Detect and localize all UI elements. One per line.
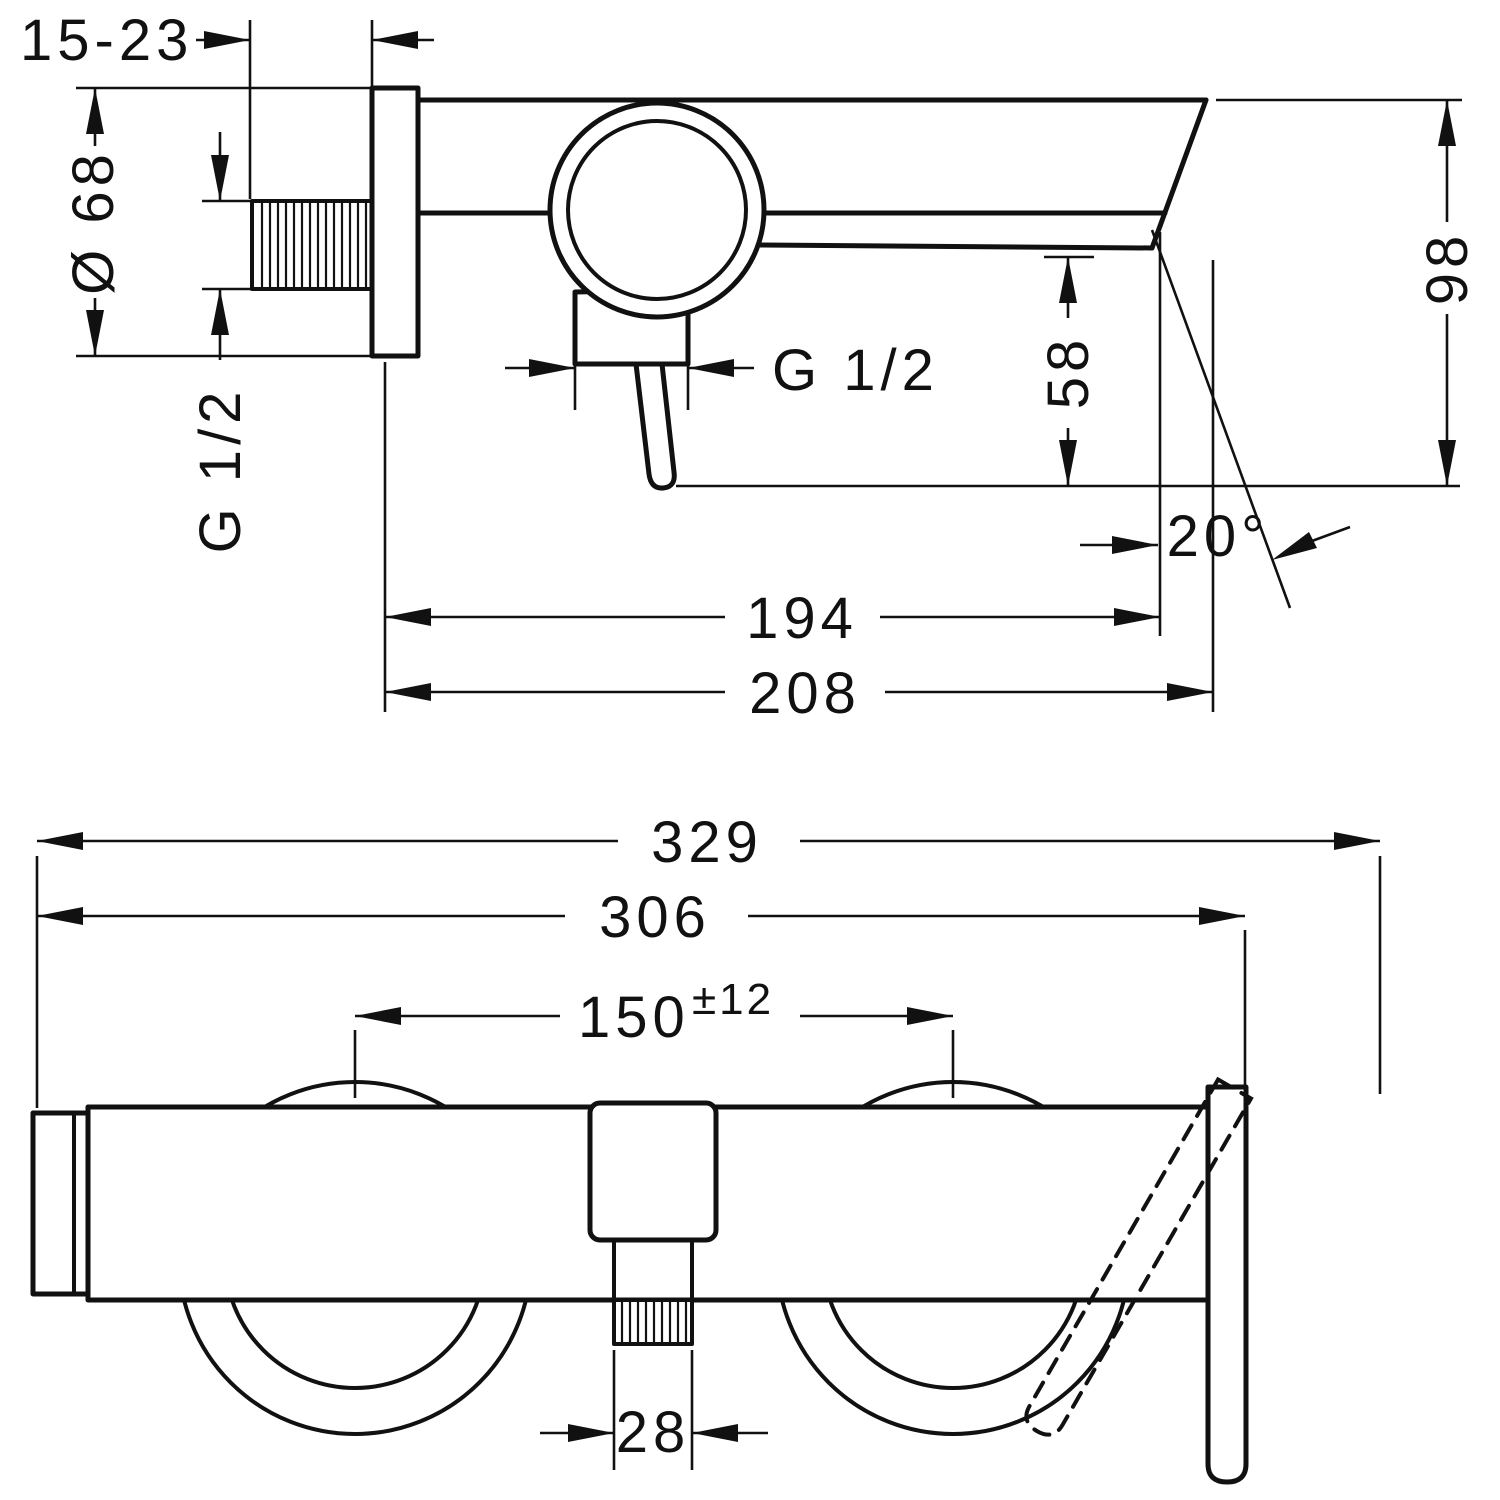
arrowhead bbox=[692, 1424, 738, 1442]
wall-thread-stub bbox=[250, 199, 374, 291]
mixer-front-profile bbox=[30, 1076, 1254, 1485]
arrowhead bbox=[37, 907, 83, 925]
left-end-cap bbox=[30, 1110, 91, 1297]
arrowhead bbox=[86, 310, 104, 356]
arrowhead bbox=[385, 683, 431, 701]
arrowhead bbox=[688, 359, 734, 377]
dim-hose-outlet-thread: G 1/2 bbox=[505, 338, 939, 410]
dim-connection-distance: 150 ±12 bbox=[353, 975, 955, 1098]
dim-inlet-thread: G 1/2 bbox=[188, 132, 253, 553]
arrowhead bbox=[1059, 440, 1077, 486]
arrowhead bbox=[86, 88, 104, 134]
dim-tolerance-label: ±12 bbox=[692, 975, 774, 1024]
arrowhead bbox=[1199, 907, 1245, 925]
arrowhead bbox=[211, 155, 229, 201]
arrowhead bbox=[568, 1424, 614, 1442]
body-tube-inner bbox=[566, 119, 748, 301]
angle-slant-line bbox=[1150, 229, 1292, 609]
dim-label: 208 bbox=[749, 661, 861, 726]
dim-total-width: 329 bbox=[35, 810, 1382, 1108]
arrowhead bbox=[1438, 440, 1456, 486]
dim-body-width: 306 bbox=[37, 885, 1247, 1092]
escutcheon-side bbox=[369, 85, 421, 359]
arrowhead bbox=[1114, 608, 1160, 626]
arrowhead bbox=[1334, 832, 1380, 850]
dim-label: 20° bbox=[1167, 504, 1270, 569]
arrowhead bbox=[211, 289, 229, 335]
front-view: 329 306 150 ±12 bbox=[30, 810, 1382, 1485]
dim-label: 98 bbox=[1415, 231, 1480, 306]
handle-lever-swung-dashed bbox=[1024, 1076, 1254, 1437]
arrowhead bbox=[1112, 536, 1158, 554]
dim-label: 15-23 bbox=[20, 8, 193, 73]
handle-lever-front bbox=[1205, 1084, 1249, 1485]
dim-label: 28 bbox=[616, 1400, 691, 1465]
arrowhead bbox=[1272, 532, 1317, 560]
arrowhead bbox=[204, 31, 250, 49]
dim-spout-projection: 194 bbox=[383, 362, 1160, 712]
spout-cut-edge bbox=[1149, 97, 1209, 251]
dim-label: 58 bbox=[1036, 335, 1101, 410]
dim-label: 306 bbox=[599, 885, 711, 950]
dim-escutcheon-diameter: Ø 68 bbox=[61, 86, 370, 358]
dim-label: 194 bbox=[746, 586, 858, 651]
body-tube-outer bbox=[547, 100, 767, 320]
dim-spout-angle: 20° bbox=[1080, 229, 1351, 636]
arrowhead bbox=[1438, 100, 1456, 146]
arrowhead bbox=[529, 359, 575, 377]
arrowhead bbox=[907, 1007, 953, 1025]
dim-total-projection: 208 bbox=[385, 260, 1215, 726]
dim-outlet-height: 58 bbox=[676, 255, 1460, 488]
dimension-line bbox=[1311, 525, 1351, 543]
arrowhead bbox=[355, 1007, 401, 1025]
dim-body-height: 98 bbox=[1216, 98, 1480, 486]
arrowhead bbox=[372, 31, 418, 49]
arrowhead bbox=[37, 832, 83, 850]
dim-wall-distance: 15-23 bbox=[20, 8, 434, 199]
arrowhead bbox=[1059, 257, 1077, 303]
dim-label: 329 bbox=[651, 810, 763, 875]
dim-label: 150 bbox=[578, 985, 690, 1050]
spout-bottom-edge bbox=[755, 242, 1155, 251]
thread-hatch-lines bbox=[620, 1302, 688, 1342]
dim-outlet-width: 28 bbox=[540, 1350, 768, 1470]
dim-label: Ø 68 bbox=[61, 149, 126, 295]
dim-label: G 1/2 bbox=[188, 387, 253, 554]
side-view: 15-23 Ø 68 G 1/2 bbox=[20, 8, 1480, 726]
arrowhead bbox=[1167, 683, 1213, 701]
spout-front bbox=[587, 1100, 719, 1243]
arrowhead bbox=[385, 608, 431, 626]
dim-label: G 1/2 bbox=[772, 338, 939, 403]
thread-hatch-lines bbox=[260, 203, 368, 287]
handle-lever-side bbox=[633, 361, 677, 491]
